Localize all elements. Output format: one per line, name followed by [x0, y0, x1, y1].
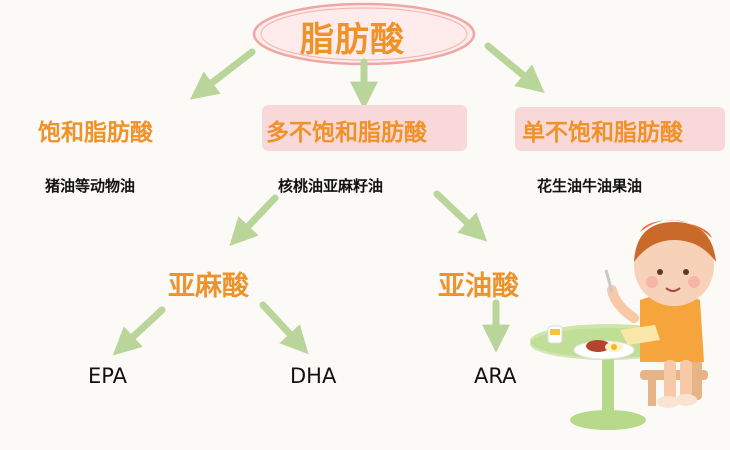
polyunsaturated-label: 多不饱和脂肪酸	[266, 120, 427, 146]
polyunsaturated-example: 核桃油亚麻籽油	[278, 177, 384, 195]
epa-label: EPA	[88, 364, 127, 388]
monounsaturated-highlight	[515, 107, 725, 151]
child-eating-illustration	[530, 219, 716, 430]
polyunsaturated-highlight	[262, 105, 467, 151]
ara-label: ARA	[474, 364, 517, 388]
arrow-poly-to-linolenic	[229, 194, 279, 247]
arrow-root-to-monounsaturated	[484, 42, 545, 94]
linolenic-label: 亚麻酸	[168, 271, 249, 302]
monounsaturated-example: 花生油牛油果油	[537, 177, 643, 195]
arrow-linolenic-to-dha	[259, 301, 309, 355]
saturated-label: 饱和脂肪酸	[38, 120, 153, 146]
root-label: 脂肪酸	[300, 20, 405, 60]
arrow-poly-to-linoleic	[433, 190, 488, 242]
saturated-example: 猪油等动物油	[45, 177, 136, 195]
arrow-root-to-saturated	[190, 48, 256, 100]
linoleic-label: 亚油酸	[438, 271, 519, 302]
dha-label: DHA	[290, 364, 337, 388]
arrow-linolenic-to-epa	[112, 306, 166, 356]
monounsaturated-label: 单不饱和脂肪酸	[522, 120, 683, 146]
